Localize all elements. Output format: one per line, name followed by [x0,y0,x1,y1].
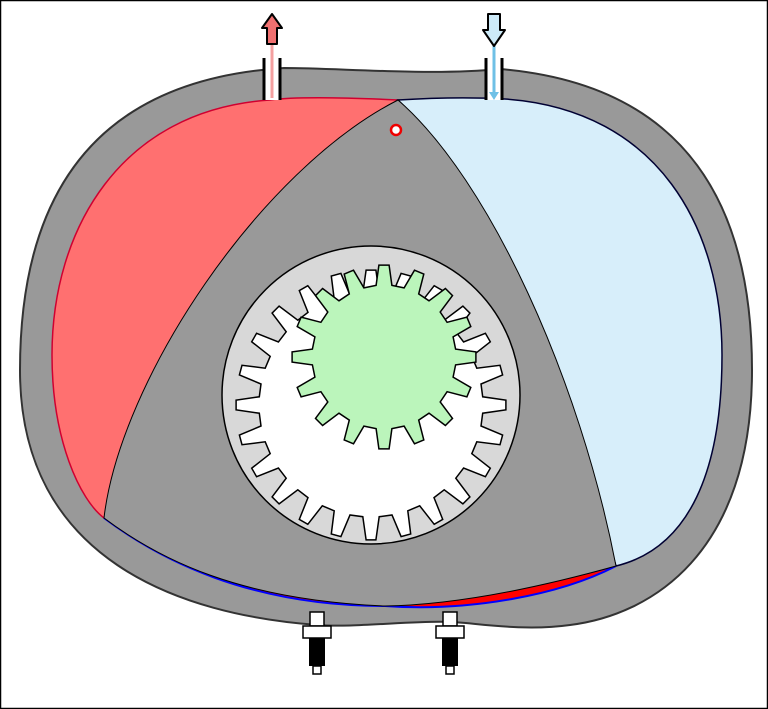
exhaust-port [261,13,283,100]
intake-port [482,13,506,100]
spark-plug-icon [445,665,455,675]
arrow-down-icon [482,13,506,47]
intake-arrow-tip [489,92,499,100]
eccentric-shaft-gear [291,264,477,450]
spark-plug-leading [302,611,332,675]
spark-plug-icon [312,665,322,675]
apex-marker [389,123,403,137]
arrow-up-icon [261,13,283,45]
spark-plug-trailing [435,611,465,675]
